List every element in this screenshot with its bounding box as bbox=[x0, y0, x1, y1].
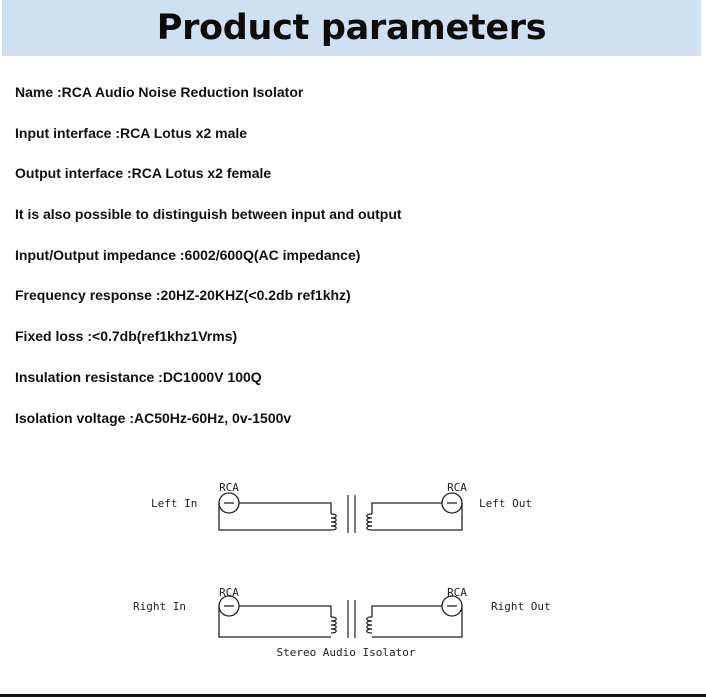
right-out-label: Right Out bbox=[491, 600, 551, 613]
left-in-ground-wire bbox=[218, 503, 331, 531]
param-frequency-response: Frequency response :20HZ-20KHZ(<0.2db re… bbox=[15, 287, 351, 304]
left-out-signal-wire bbox=[371, 502, 442, 514]
parameter-list: Name :RCA Audio Noise Reduction Isolator… bbox=[15, 82, 402, 448]
left-in-label: Left In bbox=[151, 497, 197, 510]
param-io-note: It is also possible to distinguish betwe… bbox=[15, 206, 402, 223]
param-isolation-voltage: Isolation voltage :AC50Hz-60Hz, 0v-1500v bbox=[15, 409, 292, 426]
right-out-signal-wire bbox=[371, 605, 442, 617]
right-in-signal-wire bbox=[239, 605, 332, 617]
left-out-label: Left Out bbox=[479, 497, 532, 510]
rca-label-right-in: RCA bbox=[219, 586, 239, 599]
rca-label-left-out: RCA bbox=[447, 481, 467, 494]
rca-label-right-out: RCA bbox=[447, 586, 467, 599]
left-out-ground-wire bbox=[372, 503, 463, 531]
right-in-ground-wire bbox=[218, 606, 331, 638]
page-header: Product parameters bbox=[2, 0, 701, 56]
left-in-signal-wire bbox=[239, 502, 332, 514]
right-out-ground-wire bbox=[372, 606, 463, 638]
bottom-divider bbox=[0, 694, 706, 697]
param-fixed-loss: Fixed loss :<0.7db(ref1khz1Vrms) bbox=[15, 328, 238, 345]
param-name: Name :RCA Audio Noise Reduction Isolator bbox=[15, 84, 304, 100]
param-insulation-resistance: Insulation resistance :DC1000V 100Q bbox=[15, 368, 262, 385]
page-title: Product parameters bbox=[156, 8, 547, 48]
right-in-label: Right In bbox=[133, 600, 186, 613]
diagram-caption: Stereo Audio Isolator bbox=[276, 646, 415, 659]
param-impedance: Input/Output impedance :6002/600Q(AC imp… bbox=[15, 246, 361, 263]
param-output-interface: Output interface :RCA Lotus x2 female bbox=[15, 165, 272, 182]
rca-label-left-in: RCA bbox=[219, 481, 239, 494]
isolator-circuit-diagram: RCA RCA RCA RCA Left In Left Out Right I… bbox=[133, 481, 551, 659]
left-transformer bbox=[330, 495, 373, 533]
param-input-interface: Input interface :RCA Lotus x2 male bbox=[15, 124, 248, 141]
right-transformer bbox=[330, 600, 373, 638]
